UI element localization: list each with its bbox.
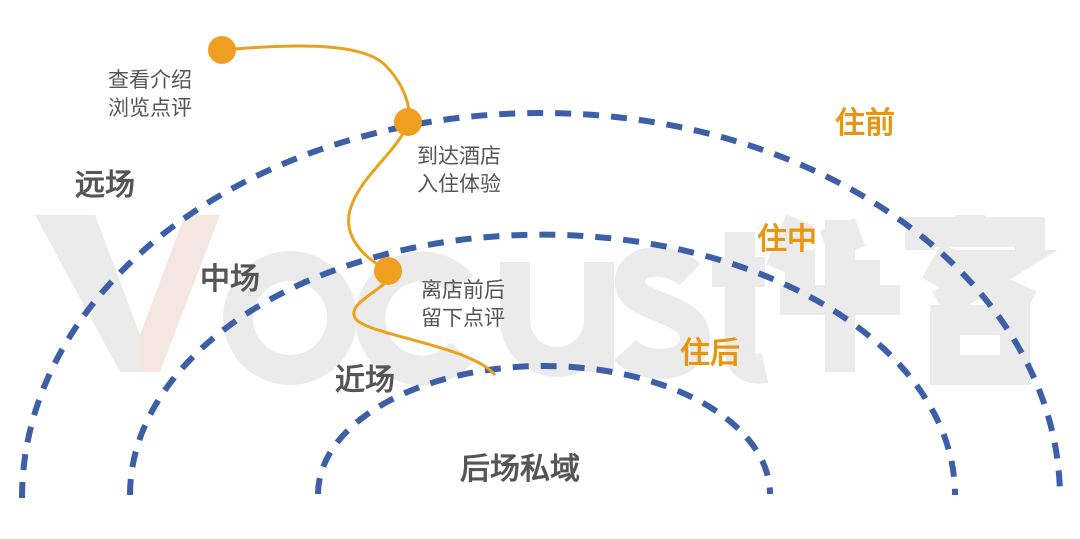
stage-before: 住前 bbox=[835, 106, 895, 141]
step-2-line2: 入住体验 bbox=[417, 172, 501, 196]
journey-path bbox=[221, 44, 497, 377]
stage-after: 住后 bbox=[680, 336, 740, 371]
step-1-line1: 查看介绍 bbox=[108, 68, 192, 92]
watermark-t bbox=[712, 232, 768, 384]
step-1: 查看介绍 浏览点评 bbox=[108, 66, 192, 122]
zone-private: 后场私域 bbox=[460, 452, 580, 487]
journey-dot-3 bbox=[374, 257, 402, 285]
zone-mid: 中场 bbox=[200, 262, 260, 297]
step-3-line1: 离店前后 bbox=[421, 278, 505, 302]
journey-dot-2 bbox=[394, 108, 422, 136]
step-3-line2: 留下点评 bbox=[421, 306, 505, 330]
watermark-v-right bbox=[140, 215, 220, 372]
zone-far: 远场 bbox=[75, 168, 135, 203]
watermark-s bbox=[613, 246, 711, 379]
watermark-c bbox=[355, 251, 474, 386]
watermark-hua bbox=[766, 214, 900, 372]
zone-near: 近场 bbox=[335, 363, 395, 398]
inner-arc bbox=[315, 363, 773, 495]
middle-arc bbox=[127, 231, 958, 496]
watermark-u bbox=[500, 262, 614, 377]
watermark-ke bbox=[905, 215, 1058, 385]
step-2-line1: 到达酒店 bbox=[417, 144, 501, 168]
step-1-line2: 浏览点评 bbox=[108, 96, 192, 120]
outer-arc bbox=[19, 110, 1063, 499]
stage-during: 住中 bbox=[757, 222, 817, 257]
journey-dot-1 bbox=[208, 36, 236, 64]
step-2: 到达酒店 入住体验 bbox=[417, 142, 501, 198]
step-3: 离店前后 留下点评 bbox=[421, 276, 505, 332]
watermark-v bbox=[35, 215, 140, 372]
watermark-o bbox=[223, 251, 357, 385]
